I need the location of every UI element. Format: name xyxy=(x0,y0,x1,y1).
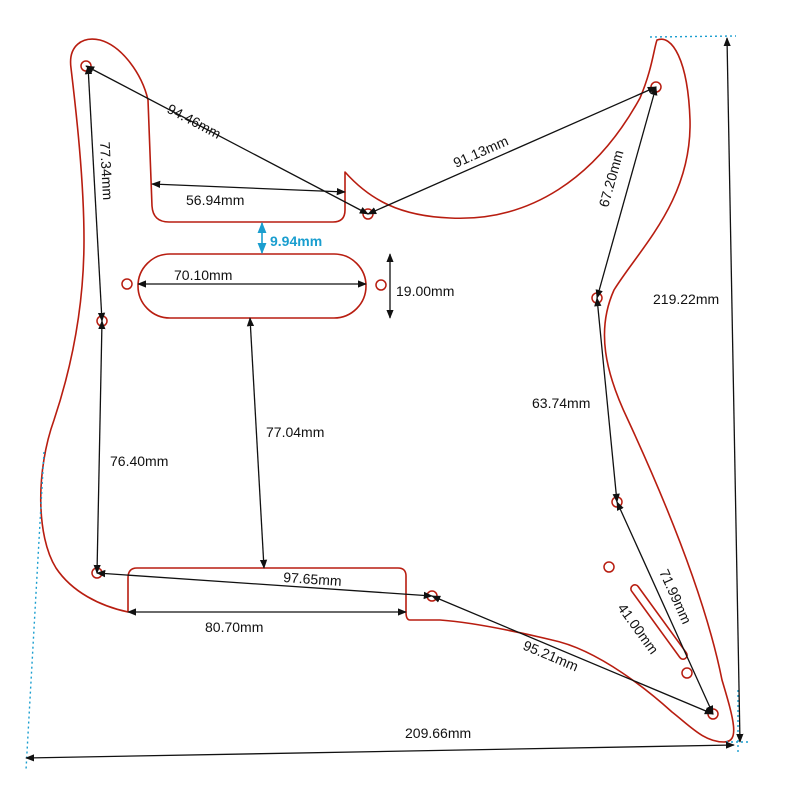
dimension-lines xyxy=(25,37,744,762)
label-94-46: 94.46mm xyxy=(165,100,224,141)
dim-line-209-66 xyxy=(25,741,735,762)
label-209-66: 209.66mm xyxy=(405,725,471,741)
label-80-70: 80.70mm xyxy=(205,619,263,635)
label-77-04: 77.04mm xyxy=(266,424,324,440)
label-67-20: 67.20mm xyxy=(595,148,626,209)
pickup-cavity xyxy=(137,253,367,319)
guide-line-top xyxy=(649,35,737,38)
dim-line-219-22 xyxy=(723,37,744,743)
dim-line-77-04 xyxy=(246,317,268,569)
label-9-94: 9.94mm xyxy=(270,233,322,249)
label-219-22: 219.22mm xyxy=(653,291,719,307)
dim-line-56-94 xyxy=(151,180,346,196)
label-97-65: 97.65mm xyxy=(283,569,342,589)
label-19-00: 19.00mm xyxy=(396,283,454,299)
dim-line-97-65 xyxy=(96,569,433,600)
label-71-99: 71.99mm xyxy=(656,567,695,627)
screw-hole xyxy=(603,561,615,573)
screw-hole xyxy=(375,279,387,291)
label-95-21: 95.21mm xyxy=(521,637,581,674)
screw-hole xyxy=(121,278,133,290)
dim-line-71-99 xyxy=(616,501,714,715)
label-63-74: 63.74mm xyxy=(532,395,590,411)
pickguard-outline xyxy=(39,38,735,743)
dim-line-76-40 xyxy=(93,320,106,574)
dim-line-95-21 xyxy=(431,595,714,715)
screw-hole xyxy=(681,667,693,679)
label-70-10: 70.10mm xyxy=(174,267,232,283)
dim-line-63-74 xyxy=(594,297,620,503)
label-56-94: 56.94mm xyxy=(186,192,244,208)
guide-line-left xyxy=(25,451,45,771)
dim-line-67-20 xyxy=(595,86,658,299)
label-76-40: 76.40mm xyxy=(110,453,168,469)
dim-line-77-34 xyxy=(84,65,106,322)
label-77-34: 77.34mm xyxy=(97,141,116,200)
